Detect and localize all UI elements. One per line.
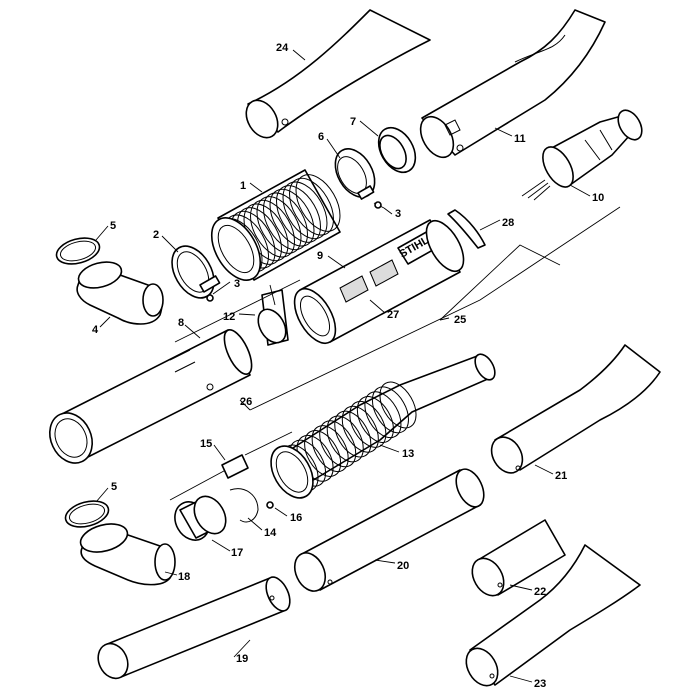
part-11-bent-tube [419, 9, 606, 159]
callout-26: 26 [240, 396, 252, 408]
part-19-long-tube [97, 576, 291, 680]
callout-11: 11 [514, 133, 526, 145]
hose-rib [379, 381, 417, 429]
part-28-seal [447, 209, 486, 249]
hose-rib [311, 425, 349, 473]
hose-rib [371, 386, 409, 434]
part-24-curved-nozzle [245, 9, 431, 139]
callout-17: 17 [231, 547, 243, 559]
part-6-clamp [334, 148, 376, 200]
callout-7: 7 [350, 116, 356, 128]
hose-rib [356, 396, 394, 443]
callout-13: 13 [402, 448, 414, 460]
callout-5-upper: 5 [110, 220, 116, 232]
part-21-curved-nozzle [490, 344, 661, 474]
part-14-clamp-band [229, 488, 259, 523]
hose-rib [349, 400, 387, 448]
part-20-tube [293, 468, 485, 592]
callout-3-upper: 3 [395, 208, 401, 220]
hose-rib [334, 410, 372, 458]
callout-15: 15 [200, 438, 212, 450]
part-22-short-tube [471, 519, 566, 597]
screw-3-lower [206, 294, 214, 302]
part-17-sleeve [174, 495, 227, 541]
hose-rib [341, 405, 379, 453]
callout-4: 4 [92, 324, 99, 336]
hose-rib [364, 391, 402, 439]
callout-24: 24 [276, 42, 289, 54]
part-15-spring-bar [169, 431, 293, 501]
part-12-bracket [257, 284, 289, 346]
part-16-screw [266, 501, 274, 509]
hose-rib [282, 181, 328, 240]
hose-rib [276, 185, 321, 243]
hose-rib [269, 188, 315, 247]
part-23-flat-nozzle [465, 544, 641, 687]
callout-leaders [95, 49, 591, 683]
part-13-flex-hose [270, 353, 496, 499]
callout-labels: 24 1 2 3 3 4 5 5 6 7 8 9 10 11 12 13 14 … [92, 42, 604, 690]
callout-5-lower: 5 [111, 481, 117, 493]
part-10-flat-nozzle [521, 109, 643, 201]
hose-rib [295, 174, 341, 232]
callout-10: 10 [592, 192, 604, 204]
hose-rib [256, 196, 302, 254]
hose-rib [250, 199, 295, 258]
part-27-slotted-tube [293, 219, 465, 344]
callout-6: 6 [318, 131, 324, 143]
callout-20: 20 [397, 560, 409, 572]
part-4-elbow [76, 261, 164, 325]
part-5-o-ring-upper [55, 237, 101, 265]
callout-27: 27 [387, 309, 399, 321]
callout-25: 25 [454, 314, 466, 326]
screw-3-upper [373, 201, 385, 209]
callout-19: 19 [236, 653, 248, 665]
callout-23: 23 [534, 678, 546, 690]
hose-rib [263, 192, 308, 251]
part-5-o-ring-lower [64, 500, 110, 528]
part-26-long-tube [49, 329, 253, 464]
hose-rib [326, 415, 364, 463]
callout-1: 1 [240, 180, 246, 192]
callout-9: 9 [317, 250, 323, 262]
callout-16: 16 [290, 512, 302, 524]
assembly-lines [174, 206, 621, 411]
part-7-ring [377, 126, 417, 174]
part-18-elbow [79, 523, 176, 586]
callout-14: 14 [264, 527, 277, 539]
callout-18: 18 [178, 571, 190, 583]
hose-rib [304, 430, 342, 477]
callout-28: 28 [502, 217, 514, 229]
callout-21: 21 [555, 470, 567, 482]
hose-rib [289, 177, 334, 236]
callout-8: 8 [178, 317, 184, 329]
callout-12: 12 [223, 311, 235, 323]
callout-3-lower: 3 [234, 278, 240, 290]
hose-rib [319, 420, 357, 468]
part-1-flex-hose [210, 169, 341, 281]
part-2-clamp-ring [171, 245, 221, 299]
callout-2: 2 [153, 229, 159, 241]
callout-22: 22 [534, 586, 546, 598]
